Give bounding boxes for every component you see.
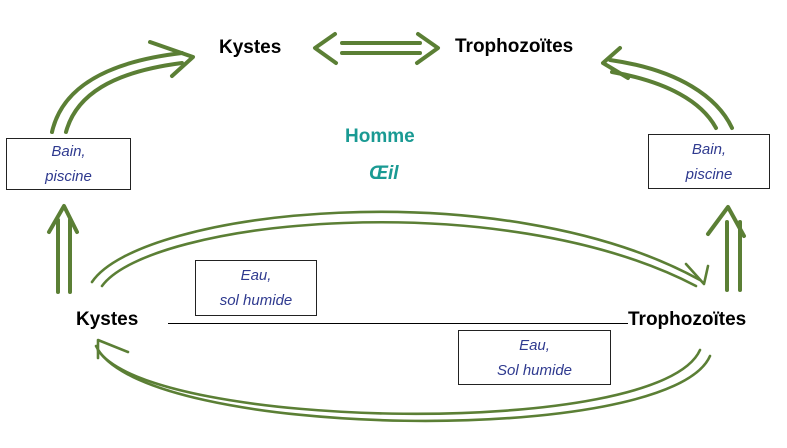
lower-arc-arrow xyxy=(94,338,712,423)
left-box-line1: Bain, xyxy=(51,143,86,160)
left-bain-box: Bain, piscine xyxy=(6,138,131,190)
bottom-trophozoites-label: Trophozoïtes xyxy=(628,309,747,330)
water-top-line2: sol humide xyxy=(219,292,293,309)
top-right-arrow xyxy=(601,46,734,130)
water-top-line1: Eau, xyxy=(240,267,272,284)
right-bain-box: Bain, piscine xyxy=(648,134,770,189)
left-box-line2: piscine xyxy=(45,168,92,185)
water-bottom-line1: Eau, xyxy=(519,336,550,354)
water-bottom-box: Eau, Sol humide xyxy=(458,330,611,385)
top-trophozoites-label: Trophozoïtes xyxy=(455,36,574,57)
right-up-arrow xyxy=(706,205,746,292)
right-box-line2: piscine xyxy=(685,165,733,183)
bottom-kystes-label: Kystes xyxy=(76,309,139,330)
water-top-box: Eau, sol humide xyxy=(195,260,317,316)
water-bottom-line2: Sol humide xyxy=(496,361,573,379)
top-kystes-label: Kystes xyxy=(219,37,282,58)
center-line xyxy=(168,323,628,324)
right-box-line1: Bain, xyxy=(691,140,727,158)
top-left-arrow xyxy=(50,40,195,134)
center-organ-label: Œil xyxy=(369,163,399,184)
top-double-arrow xyxy=(313,32,440,65)
center-host-label: Homme xyxy=(345,126,415,147)
upper-arc-arrow xyxy=(90,210,710,288)
left-up-arrow xyxy=(47,204,79,294)
